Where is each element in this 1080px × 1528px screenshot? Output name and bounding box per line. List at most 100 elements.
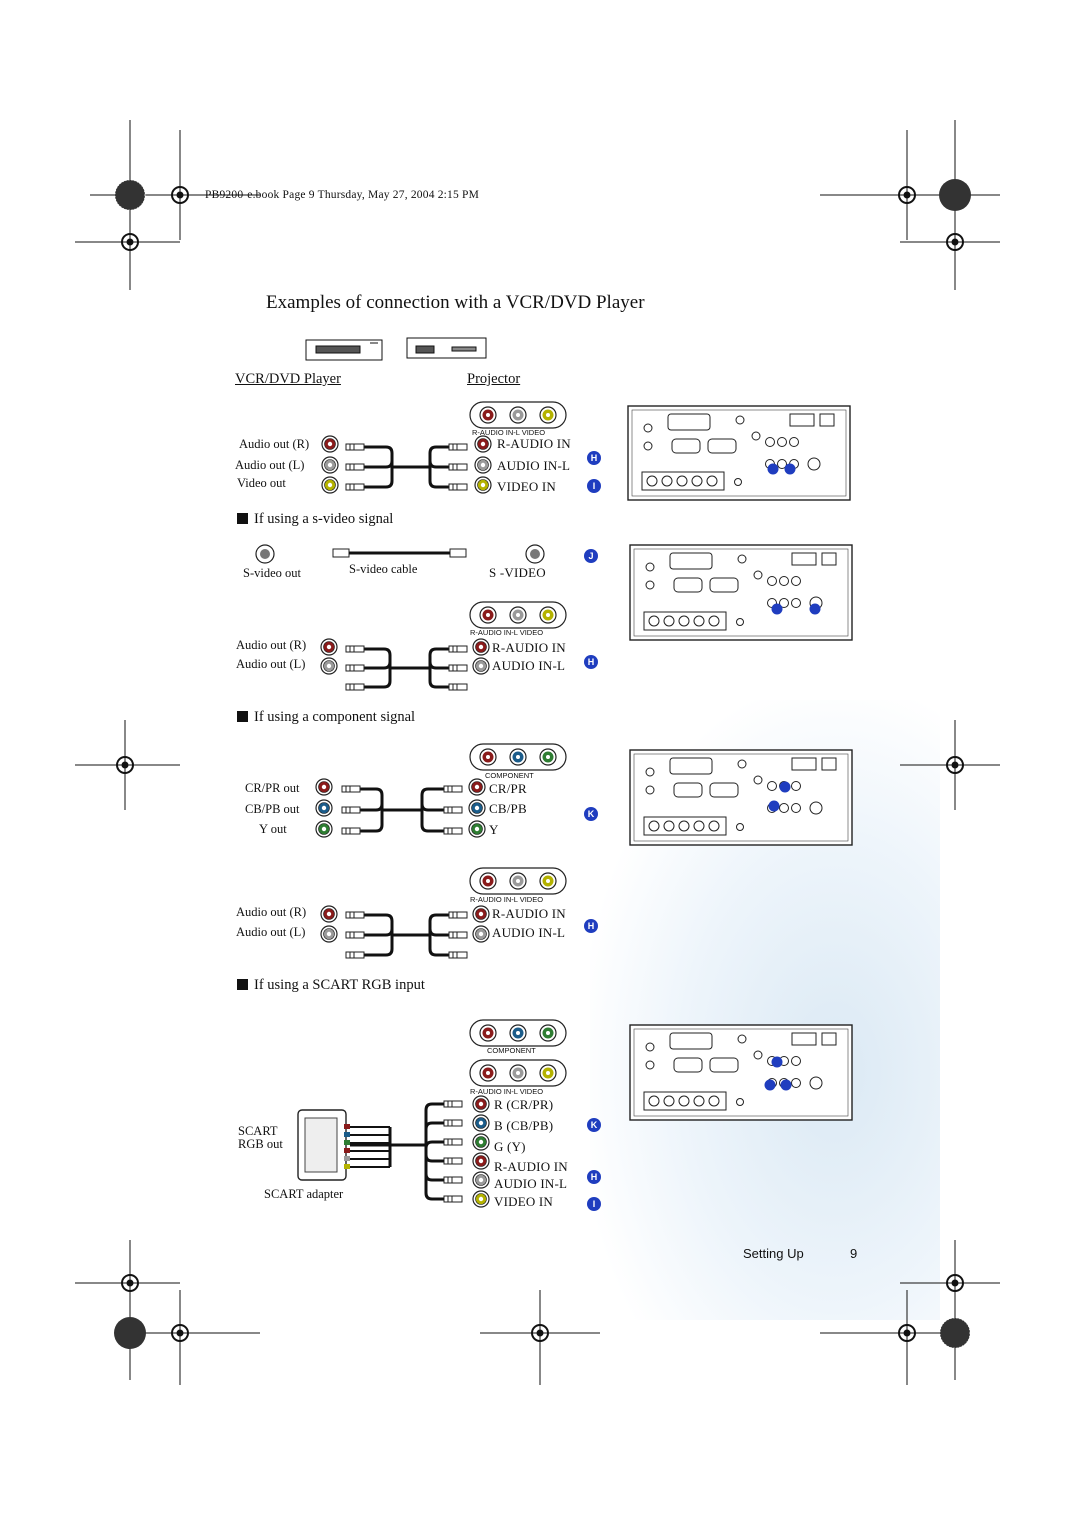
rca-jack-icon (315, 799, 333, 817)
registration-mark-icon (116, 756, 134, 774)
rca-plug-icon (448, 664, 468, 672)
rca-plug-icon (443, 1157, 463, 1165)
badge-j: J (584, 549, 598, 563)
badge-marker-icon (764, 1079, 776, 1091)
rca-jack-icon (315, 778, 333, 796)
cable-bundle (364, 445, 449, 489)
rca-jack-icon (472, 925, 490, 943)
section-svideo-heading: If using a s-video signal (237, 511, 393, 528)
starburst-icon (114, 179, 146, 211)
badge-h-3: H (584, 919, 598, 933)
scart-r-label: R (CR/PR) (494, 1097, 554, 1112)
rca-plug-icon (341, 806, 361, 814)
dvd-player-icon (406, 337, 487, 359)
header-file-info: PB9200-e.book Page 9 Thursday, May 27, 2… (205, 189, 480, 201)
rca-jack-icon (315, 820, 333, 838)
badge-marker-icon (767, 463, 779, 475)
cable-bundle (364, 647, 449, 689)
footer-page-number: 9 (850, 1246, 858, 1261)
panel-label-audio-video-2: R-AUDIO IN-L VIDEO (470, 628, 544, 637)
cr-pr-out-label: CR/PR out (245, 781, 300, 795)
rca-plug-icon (345, 463, 365, 471)
rca-plug-icon (443, 1195, 463, 1203)
svideo-audio-out-l-label: Audio out (L) (236, 657, 306, 671)
audio-out-r-label: Audio out (R) (239, 437, 310, 451)
badge-h-2: H (584, 655, 598, 669)
scart-b-label: B (CB/PB) (494, 1118, 554, 1133)
starburst-icon (114, 1317, 146, 1349)
audio-in-l-label: AUDIO IN-L (497, 458, 571, 473)
rca-plug-icon (448, 483, 468, 491)
badge-i-2: I (587, 1197, 601, 1211)
bullet-square-icon (237, 513, 248, 524)
rca-plug-icon (345, 664, 365, 672)
rca-jack-icon (474, 435, 492, 453)
svideo-out-label: S-video out (243, 566, 301, 580)
rca-plug-icon (341, 785, 361, 793)
registration-mark-icon (946, 233, 964, 251)
vcr-icon (305, 339, 383, 361)
badge-marker-icon (768, 800, 780, 812)
panel-label-component-2: COMPONENT (487, 1046, 536, 1055)
rca-jack-icon (472, 1114, 490, 1132)
badge-h: H (587, 451, 601, 465)
rca-plug-icon (448, 931, 468, 939)
projector-rear-panel-icon (627, 405, 851, 501)
registration-mark-icon (531, 1324, 549, 1342)
bullet-square-icon (237, 979, 248, 990)
column-heading-projector: Projector (467, 371, 521, 387)
cb-pb-out-label: CB/PB out (245, 802, 300, 816)
rca-plug-icon (345, 645, 365, 653)
rca-jack-icon (472, 1190, 490, 1208)
rca-jack-icon (320, 657, 338, 675)
cb-pb-label: CB/PB (489, 801, 527, 816)
rca-plug-icon (345, 483, 365, 491)
rca-jack-icon (474, 476, 492, 494)
rca-plug-icon (448, 645, 468, 653)
badge-i: I (587, 479, 601, 493)
footer-section: Setting Up (743, 1246, 804, 1261)
badge-h-4: H (587, 1170, 601, 1184)
badge-marker-icon (780, 1079, 792, 1091)
rca-plug-icon (443, 1100, 463, 1108)
registration-mark-icon (898, 186, 916, 204)
jack-panel (469, 743, 567, 771)
scart-g-label: G (Y) (494, 1139, 526, 1154)
rca-plug-icon (443, 806, 463, 814)
rca-plug-icon (345, 911, 365, 919)
rgb-out-label: RGB out (238, 1137, 283, 1151)
rca-plug-icon (345, 931, 365, 939)
registration-mark-icon (121, 1274, 139, 1292)
rca-jack-icon (468, 820, 486, 838)
scart-video-in-label: VIDEO IN (494, 1194, 554, 1209)
y-label: Y (489, 822, 499, 837)
jack-panel (469, 1019, 567, 1047)
rca-plug-icon (345, 683, 365, 691)
projector-rear-panel-icon (629, 749, 853, 846)
rca-plug-icon (341, 827, 361, 835)
registration-mark-icon (946, 1274, 964, 1292)
rca-jack-icon (321, 435, 339, 453)
rca-plug-icon (443, 827, 463, 835)
rca-jack-icon (472, 1152, 490, 1170)
badge-marker-icon (771, 603, 783, 615)
rca-plug-icon (448, 911, 468, 919)
s-video-plug-icon (332, 548, 350, 558)
svideo-audio-out-r-label: Audio out (R) (236, 638, 307, 652)
component-audio-in-l-label: AUDIO IN-L (492, 925, 566, 940)
s-video-plug-icon (449, 548, 467, 558)
registration-mark-icon (171, 186, 189, 204)
scart-adapter-icon (297, 1109, 350, 1181)
rca-plug-icon (443, 785, 463, 793)
jack-panel (469, 601, 567, 629)
registration-mark-icon (898, 1324, 916, 1342)
video-in-label: VIDEO IN (497, 479, 557, 494)
panel-label-audio-video: R-AUDIO IN-L VIDEO (472, 428, 546, 437)
rca-jack-icon (472, 1095, 490, 1113)
rca-plug-icon (448, 683, 468, 691)
rca-jack-icon (321, 456, 339, 474)
badge-marker-icon (784, 463, 796, 475)
